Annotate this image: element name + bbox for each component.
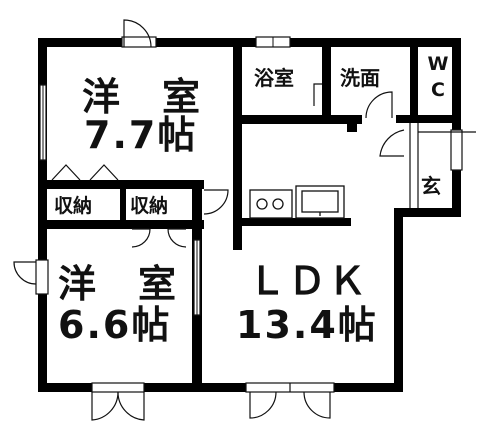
- wall-bath-wash: [322, 38, 331, 118]
- wall-room1-bottom: [38, 180, 204, 189]
- bathroom-label: 浴室: [254, 66, 294, 90]
- ldk-name: ＬＤＫ: [248, 259, 369, 303]
- top-wall-right: [416, 38, 461, 47]
- entrance-steps: [409, 123, 452, 208]
- entrance-bottom-wall: [400, 208, 461, 217]
- storage-2-label: 収納: [130, 195, 169, 217]
- left-wall: [38, 38, 47, 392]
- kitchen-stove: [249, 189, 293, 219]
- ldk-size: 13.4帖: [236, 303, 378, 347]
- wall-wc-bottom: [396, 115, 452, 123]
- room-2-size: 6.6帖: [58, 303, 172, 347]
- wall-bath-ldk: [233, 38, 242, 250]
- room-1-size: 7.7帖: [84, 113, 198, 157]
- room-1-name: 洋 室: [82, 75, 203, 119]
- washroom-label: 洗面: [340, 66, 380, 90]
- right-wall-upper: [452, 38, 461, 130]
- toilet-label-line1: W: [427, 53, 449, 75]
- toilet-label-line2: C: [431, 79, 445, 101]
- bottom-wall: [38, 383, 403, 392]
- wall-storage-bottom: [38, 220, 204, 229]
- right-wall-lower: [394, 208, 403, 392]
- door-swings: [13, 19, 476, 421]
- wall-bath-bottom: [242, 115, 362, 124]
- top-wall-left: [38, 38, 416, 47]
- wall-storage-divider: [120, 188, 126, 224]
- pillar: [347, 118, 357, 132]
- entrance-label: 玄: [421, 174, 441, 198]
- room-2-name: 洋 室: [58, 262, 179, 306]
- window-mullions: [42, 37, 274, 315]
- wall-wash-wc: [410, 38, 418, 118]
- kitchen-sink: [295, 185, 345, 219]
- kitchen-counter-wall: [233, 218, 351, 226]
- storage-1-label: 収納: [54, 195, 93, 217]
